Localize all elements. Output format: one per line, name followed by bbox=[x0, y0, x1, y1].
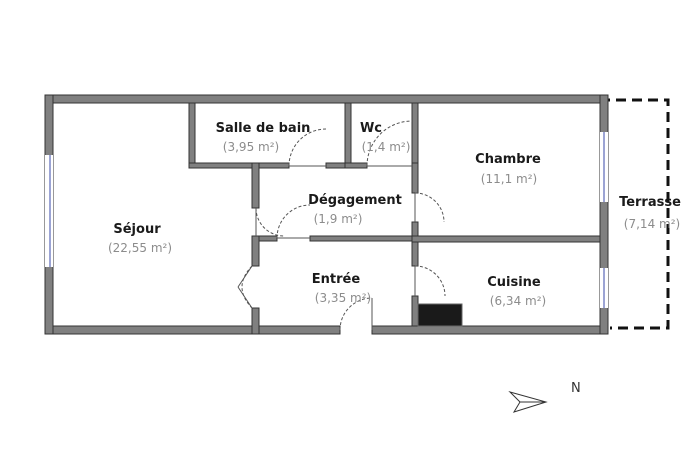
wall-sejour-right-bottom bbox=[251, 307, 260, 335]
wall-degagement-bottom bbox=[258, 235, 278, 242]
wall-bathroom-bottom bbox=[188, 162, 290, 169]
wall-chambre-bottom bbox=[411, 235, 601, 243]
wall-bathroom-left bbox=[188, 102, 196, 168]
wall-degagement-bottom-2 bbox=[309, 235, 419, 242]
room-wc-name: Wc bbox=[360, 121, 382, 136]
room-sejour-area: (22,55 m²) bbox=[108, 241, 172, 255]
room-terrasse-area: (7,14 m²) bbox=[624, 217, 680, 231]
room-bathroom-name: Salle de bain bbox=[216, 121, 311, 136]
wall-wc-bottom bbox=[344, 162, 368, 169]
wall-sejour-right-lower bbox=[251, 235, 260, 267]
wall-bottom-left bbox=[44, 325, 341, 335]
room-degagement-name: Dégagement bbox=[308, 193, 402, 208]
room-entree-name: Entrée bbox=[312, 272, 361, 287]
door-sejour-double-arc bbox=[241, 265, 253, 309]
room-terrasse-name: Terrasse bbox=[619, 195, 681, 210]
room-degagement-area: (1,9 m²) bbox=[314, 212, 363, 226]
wall-bottom-right bbox=[371, 325, 609, 335]
door-cuisine-arc bbox=[414, 265, 446, 297]
wall-wc-right bbox=[411, 102, 419, 169]
door-sejour-arc bbox=[255, 207, 285, 237]
kitchen-cooktop bbox=[418, 304, 462, 326]
room-entree-area: (3,35 m²) bbox=[315, 291, 371, 305]
room-chambre-area: (11,1 m²) bbox=[481, 172, 537, 186]
compass-arrow-icon bbox=[508, 391, 548, 413]
room-cuisine-area: (6,34 m²) bbox=[490, 294, 546, 308]
room-wc-area: (1,4 m²) bbox=[362, 140, 411, 154]
wall-entree-right-lower bbox=[411, 295, 419, 327]
room-cuisine-name: Cuisine bbox=[487, 275, 541, 290]
door-degagement-arc bbox=[276, 204, 311, 239]
window-left bbox=[45, 155, 53, 267]
wall-sejour-right bbox=[251, 162, 260, 209]
wall-right bbox=[599, 94, 609, 335]
room-bathroom-area: (3,95 m²) bbox=[223, 140, 279, 154]
room-sejour-name: Séjour bbox=[113, 222, 161, 237]
wall-chambre-left bbox=[411, 162, 419, 194]
door-chambre-arc bbox=[414, 192, 445, 223]
wall-top bbox=[44, 94, 609, 104]
room-chambre-name: Chambre bbox=[475, 152, 541, 167]
door-bathroom-arc bbox=[288, 128, 327, 167]
wall-bath-wc bbox=[344, 102, 352, 169]
door-wc-arc bbox=[366, 120, 413, 167]
door-entrance-arc bbox=[339, 297, 373, 331]
terrace-outline bbox=[600, 98, 670, 330]
compass-north-label: N bbox=[571, 381, 581, 396]
wall-entree-right bbox=[411, 241, 419, 267]
